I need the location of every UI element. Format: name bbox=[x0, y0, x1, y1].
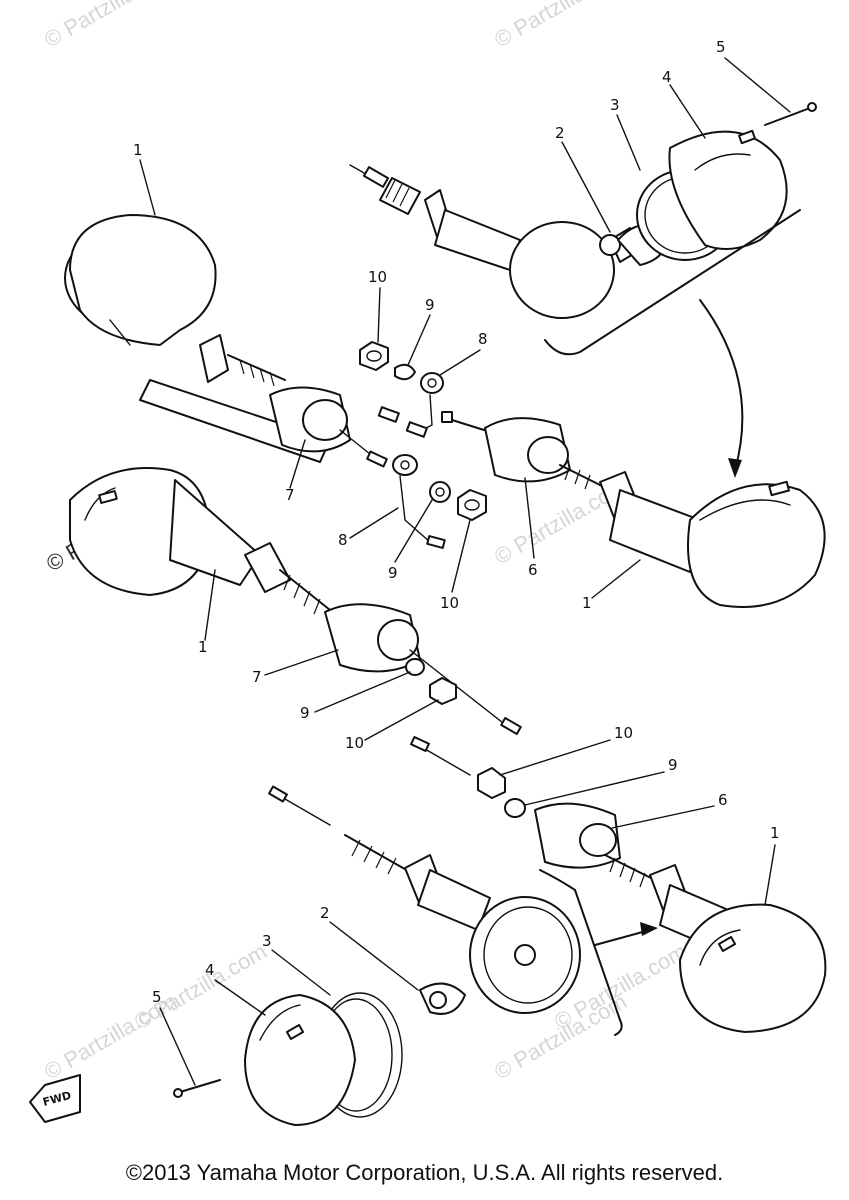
turn-signal-rear-right bbox=[484, 417, 826, 608]
callout-6: 6 bbox=[528, 561, 538, 579]
callout-2: 2 bbox=[320, 904, 330, 922]
rubber-damper-upper-left bbox=[269, 386, 388, 468]
callout-9: 9 bbox=[668, 756, 678, 774]
copyright-notice: ©2013 Yamaha Motor Corporation, U.S.A. A… bbox=[125, 1160, 724, 1185]
callout-7: 7 bbox=[252, 668, 262, 686]
forward-arrow-badge: FWD bbox=[29, 1074, 81, 1123]
callout-9: 9 bbox=[300, 704, 310, 722]
callout-10: 10 bbox=[614, 724, 633, 742]
hardware-center-lower bbox=[392, 454, 487, 549]
callout-7: 7 bbox=[285, 486, 295, 504]
turn-signal-front-right-exploded bbox=[349, 102, 817, 478]
turn-signal-bottom-exploded bbox=[410, 735, 827, 1033]
callout-3: 3 bbox=[610, 96, 620, 114]
callout-8: 8 bbox=[478, 330, 488, 348]
callout-4: 4 bbox=[205, 961, 215, 979]
callout-10: 10 bbox=[368, 268, 387, 286]
callout-1: 1 bbox=[770, 824, 780, 842]
callout-10: 10 bbox=[440, 594, 459, 612]
callout-1: 1 bbox=[133, 141, 143, 159]
callout-9: 9 bbox=[425, 296, 435, 314]
callout-5: 5 bbox=[716, 38, 726, 56]
callout-1: 1 bbox=[198, 638, 208, 656]
callout-10: 10 bbox=[345, 734, 364, 752]
callout-2: 2 bbox=[555, 124, 565, 142]
hardware-center bbox=[359, 341, 485, 438]
watermark: © Partzilla.com bbox=[40, 0, 181, 52]
turn-signal-rear-left bbox=[69, 467, 522, 735]
callouts: 1 2 3 4 5 10 9 8 7 8 9 10 6 bbox=[133, 38, 791, 1086]
callout-4: 4 bbox=[662, 68, 672, 86]
callout-3: 3 bbox=[262, 932, 272, 950]
callout-9: 9 bbox=[388, 564, 398, 582]
callout-8: 8 bbox=[338, 531, 348, 549]
turn-signal-bottom-left-exploded bbox=[173, 785, 658, 1126]
callout-5: 5 bbox=[152, 988, 162, 1006]
watermark: © Partzilla.com bbox=[130, 939, 271, 1035]
callout-6: 6 bbox=[718, 791, 728, 809]
callout-1: 1 bbox=[582, 594, 592, 612]
watermark: © Partzilla.com bbox=[490, 0, 631, 52]
